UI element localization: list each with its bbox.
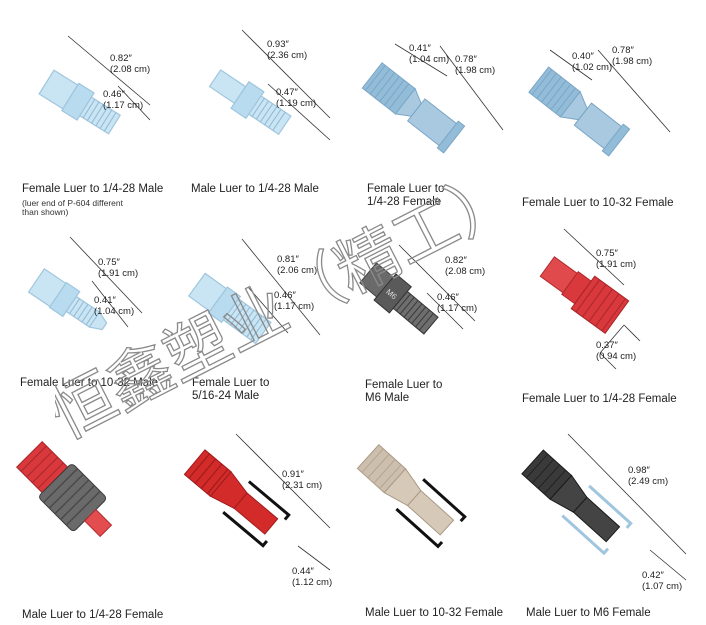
dimension-inch: 0.46″ bbox=[103, 89, 125, 100]
fitting-card-6: 0.81″ (2.06 cm) 0.46″ (1.17 cm) Female L… bbox=[180, 225, 355, 415]
dimension-cm: (1.04 cm) bbox=[94, 305, 135, 317]
dimension-cm: (1.98 cm) bbox=[612, 55, 653, 67]
fitting-card-5: 0.75″ (1.91 cm) 0.41″ (1.04 cm) Female L… bbox=[0, 225, 180, 415]
dimension-cm: (1.07 cm) bbox=[642, 580, 683, 592]
dimension-inch: 0.78″ bbox=[612, 45, 634, 56]
fitting-card-7: M6 0.82″ (2.08 cm) 0.46″ (1.17 cm) Femal… bbox=[355, 225, 520, 415]
fitting-card-11: Male Luer to 10-32 Female bbox=[355, 430, 520, 625]
fitting-image-10 bbox=[183, 433, 331, 571]
fitting-card-4: 0.40″ (1.02 cm) 0.78″ (1.98 cm) Female L… bbox=[520, 0, 706, 225]
dimension-cm: (1.12 cm) bbox=[292, 576, 333, 588]
dimension-inch: 0.46″ bbox=[274, 290, 296, 301]
fitting-label: Female Luer to 10-32 Male bbox=[20, 377, 159, 389]
dimension-inch: 0.75″ bbox=[98, 257, 120, 268]
fitting-card-3: 0.41″ (1.04 cm) 0.78″ (1.98 cm) Female L… bbox=[355, 0, 525, 225]
fitting-image-7: M6 bbox=[359, 244, 476, 335]
fitting-note-line-2: than shown) bbox=[22, 207, 69, 217]
dimension-cm: (1.19 cm) bbox=[276, 97, 317, 109]
dimension-inch: 0.37″ bbox=[596, 340, 618, 351]
dimension-cm: (1.17 cm) bbox=[437, 302, 478, 314]
fitting-image-1 bbox=[38, 35, 151, 135]
fitting-label: Female Luer to 1/4-28 Female bbox=[522, 393, 677, 405]
dimension-inch: 0.91″ bbox=[282, 469, 304, 480]
fitting-image-11 bbox=[356, 444, 467, 549]
dimension-inch: 0.41″ bbox=[409, 43, 431, 54]
dimension-inch: 0.40″ bbox=[572, 51, 594, 62]
fitting-image-12 bbox=[521, 433, 687, 581]
fitting-card-8: 0.75″ (1.91 cm) 0.37″ (0.94 cm) Female L… bbox=[520, 225, 706, 415]
fitting-card-2: 0.93″ (2.36 cm) 0.47″ (1.19 cm) Male Lue… bbox=[180, 0, 360, 225]
fitting-image-4 bbox=[528, 49, 671, 157]
fitting-label-line-2: 5/16-24 Male bbox=[192, 390, 260, 402]
dimension-inch: 0.98″ bbox=[628, 465, 650, 476]
fitting-card-9: Male Luer to 1/4-28 Female bbox=[0, 430, 180, 625]
dimension-inch: 0.82″ bbox=[110, 53, 132, 64]
fitting-label: Male Luer to 1/4-28 Male bbox=[191, 183, 319, 195]
dimension-inch: 0.81″ bbox=[277, 254, 299, 265]
fitting-label: Female Luer to 10-32 Female bbox=[522, 197, 674, 209]
dimension-inch: 0.75″ bbox=[596, 248, 618, 259]
dimension-cm: (1.98 cm) bbox=[455, 64, 496, 76]
fitting-label-line-2: M6 Male bbox=[365, 392, 410, 404]
dimension-cm: (1.04 cm) bbox=[409, 53, 450, 65]
dimension-cm: (2.08 cm) bbox=[445, 265, 486, 277]
dimension-inch: 0.44″ bbox=[292, 566, 314, 577]
dimension-inch: 0.82″ bbox=[445, 255, 467, 266]
fitting-image-3 bbox=[361, 43, 504, 154]
fitting-image-6 bbox=[187, 238, 321, 345]
fitting-note-line-1: (luer end of P-604 different bbox=[22, 198, 123, 208]
fitting-card-12: 0.98″ (2.49 cm) 0.42″ (1.07 cm) Male Lue… bbox=[520, 430, 706, 625]
dimension-cm: (2.49 cm) bbox=[628, 475, 669, 487]
fitting-label-line-2: 1/4-28 Female bbox=[367, 196, 442, 208]
dimension-cm: (2.31 cm) bbox=[282, 479, 323, 491]
dimension-inch: 0.42″ bbox=[642, 570, 664, 581]
dimension-cm: (1.02 cm) bbox=[572, 61, 613, 73]
dimension-inch: 0.78″ bbox=[455, 54, 477, 65]
dimension-cm: (1.91 cm) bbox=[596, 258, 637, 270]
dimension-cm: (2.08 cm) bbox=[110, 63, 151, 75]
dimension-inch: 0.47″ bbox=[276, 87, 298, 98]
dimension-inch: 0.93″ bbox=[267, 39, 289, 50]
dimension-cm: (2.06 cm) bbox=[277, 264, 318, 276]
fitting-label: Female Luer to 1/4-28 Male bbox=[22, 183, 164, 195]
dimension-cm: (0.94 cm) bbox=[596, 350, 637, 362]
fitting-image-9 bbox=[16, 441, 113, 538]
dimension-cm: (1.91 cm) bbox=[98, 267, 139, 279]
fitting-label: Male Luer to M6 Female bbox=[526, 607, 651, 619]
fitting-card-10: 0.91″ (2.31 cm) 0.44″ (1.12 cm) bbox=[180, 430, 355, 625]
fitting-label-line-1: Female Luer to bbox=[367, 183, 445, 195]
fitting-image-8 bbox=[539, 228, 641, 370]
dimension-cm: (1.17 cm) bbox=[274, 300, 315, 312]
fitting-label: Male Luer to 10-32 Female bbox=[365, 607, 504, 619]
fitting-label: Male Luer to 1/4-28 Female bbox=[22, 609, 164, 621]
fitting-label-line-1: Female Luer to bbox=[192, 377, 270, 389]
dimension-cm: (1.17 cm) bbox=[103, 99, 144, 111]
dimension-inch: 0.46″ bbox=[437, 292, 459, 303]
dimension-inch: 0.41″ bbox=[94, 295, 116, 306]
dimension-cm: (2.36 cm) bbox=[267, 49, 308, 61]
fitting-image-5 bbox=[27, 236, 143, 331]
fitting-image-2 bbox=[208, 29, 331, 141]
fitting-label-line-1: Female Luer to bbox=[365, 379, 443, 391]
fitting-card-1: 0.82″ (2.08 cm) 0.46″ (1.17 cm) Female L… bbox=[0, 0, 180, 225]
